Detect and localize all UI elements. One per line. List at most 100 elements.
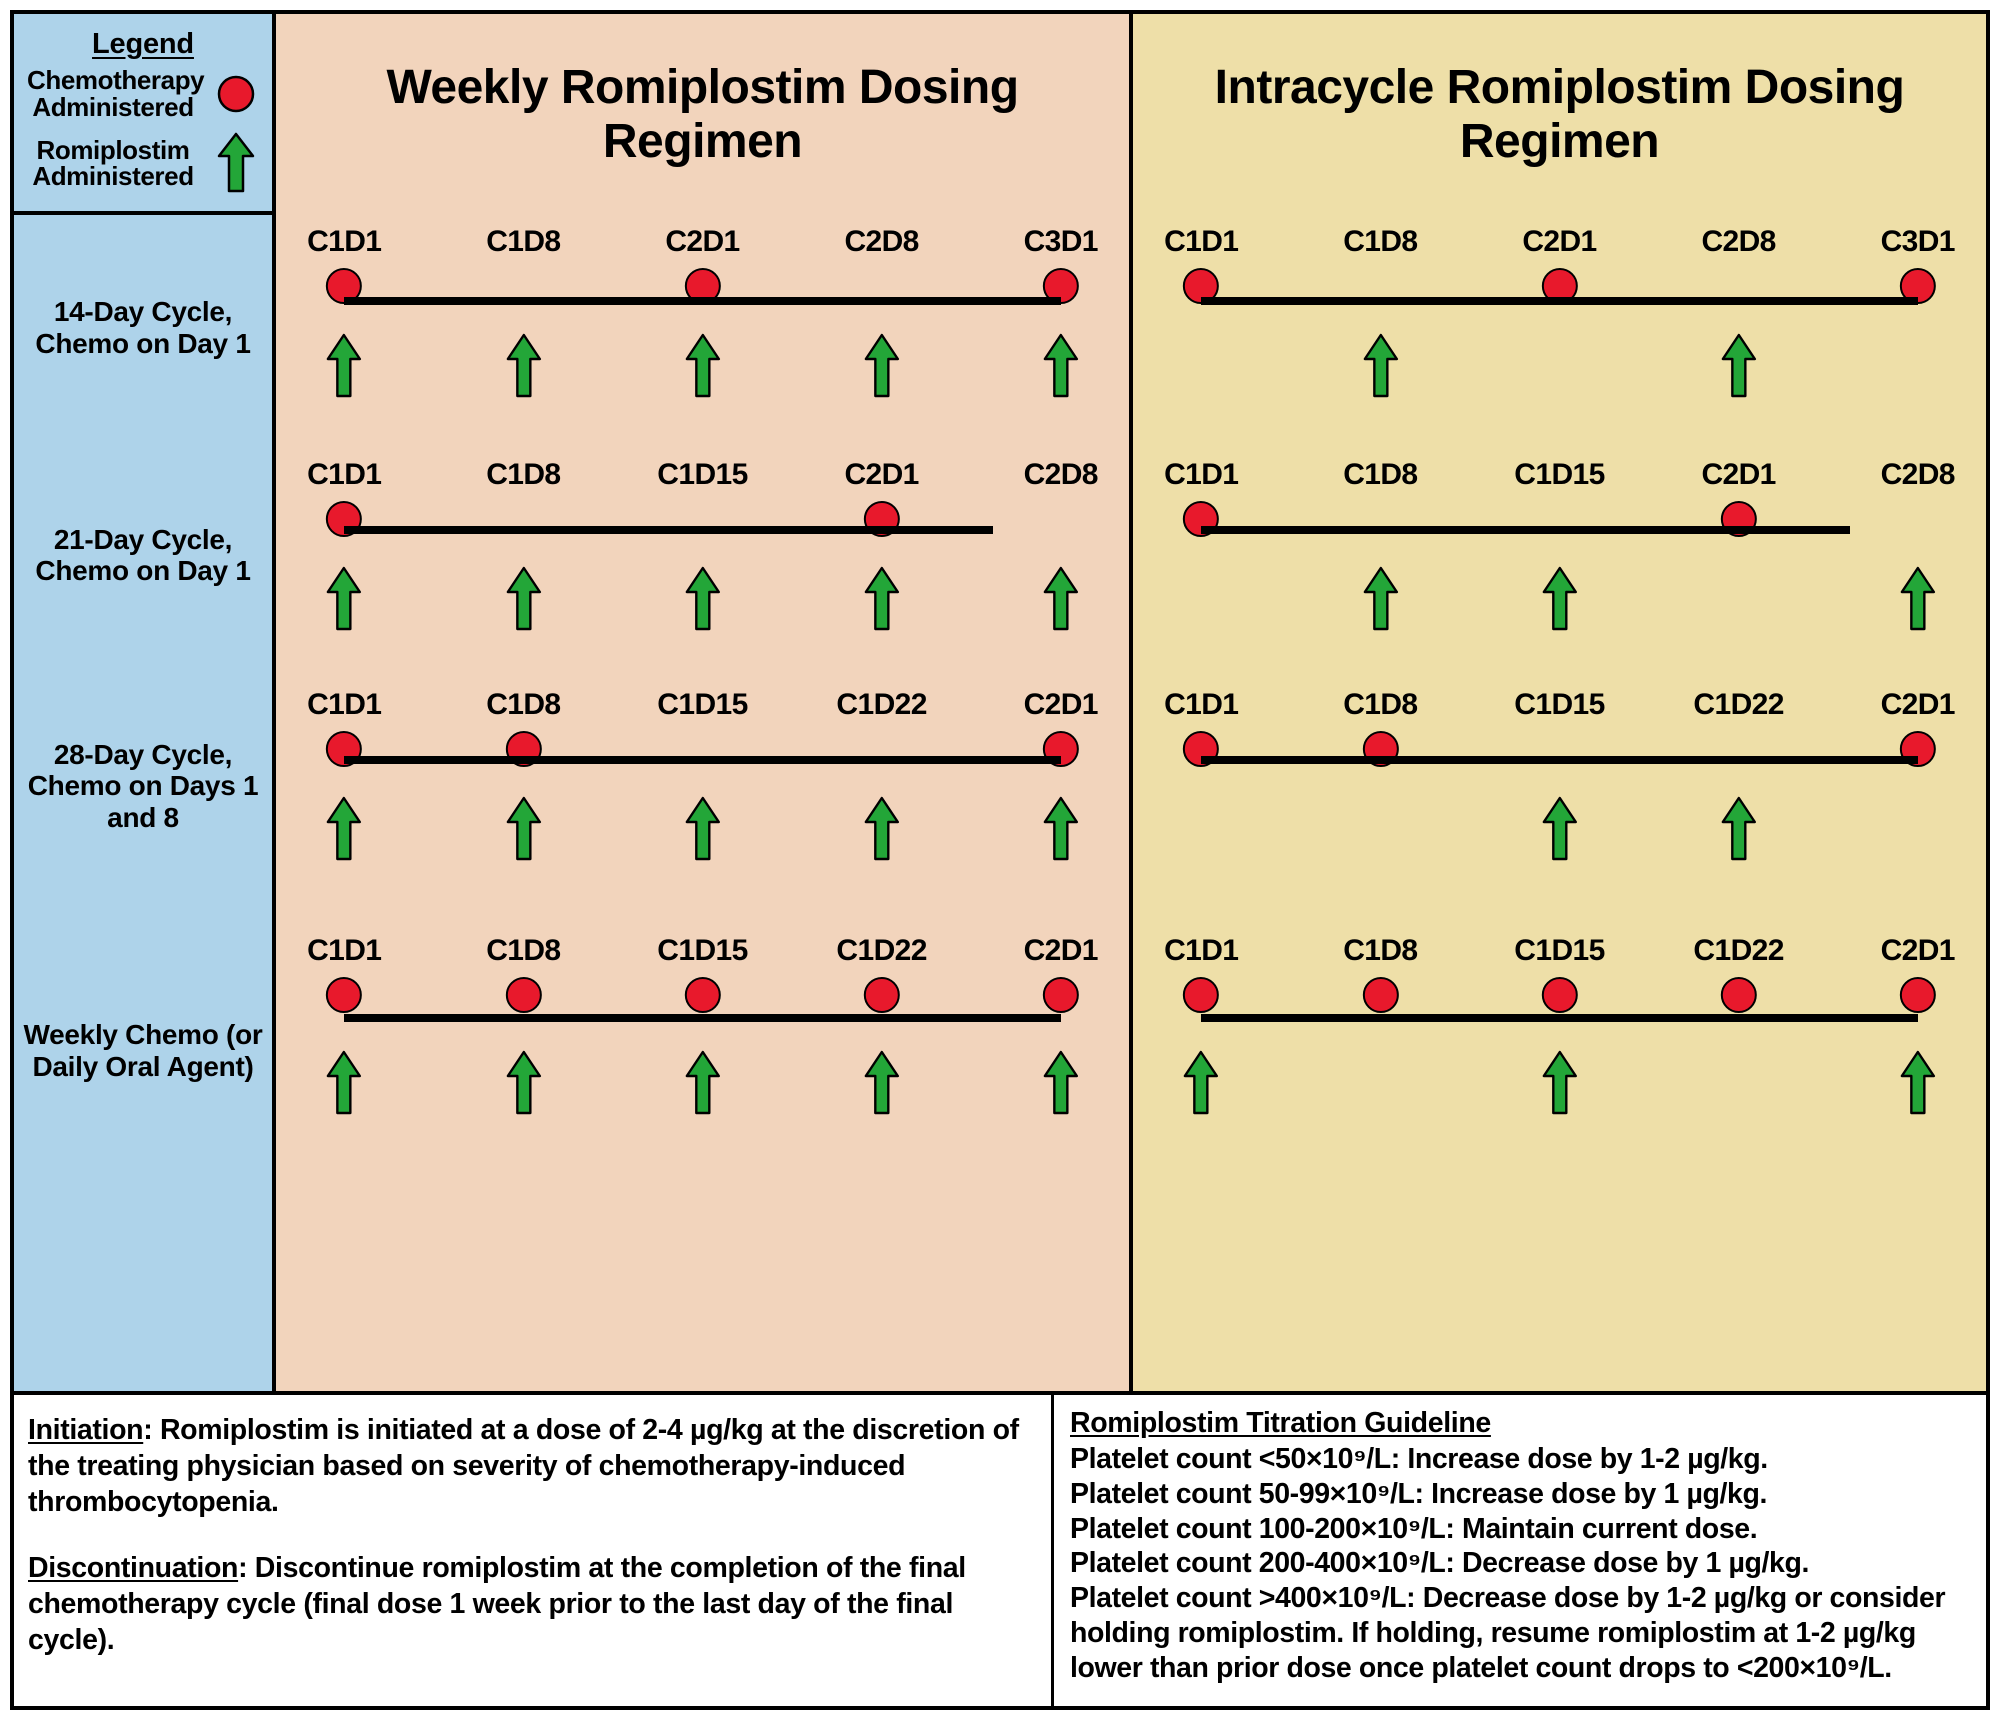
romiplostim-arrow-cell [324, 566, 364, 632]
chemo-timeline-segment [344, 297, 1061, 305]
timepoint-label: C2D1 [1023, 934, 1099, 967]
romiplostim-arrow-cell [1898, 566, 1938, 632]
chemo-dot-cell [1040, 257, 1082, 315]
timepoint-slot: C1D1 [307, 902, 382, 1199]
timepoint-slot: C1D15 [1514, 440, 1605, 670]
timepoint-label: C3D1 [1880, 225, 1956, 258]
panel-weekly-title: Weekly Romiplostim Dosing Regimen [386, 60, 1019, 168]
romiplostim-administered-arrow-icon [1542, 796, 1577, 861]
timepoint-slot: C1D15 [657, 902, 748, 1199]
row-label-14-day: 14-Day Cycle, Chemo on Day 1 [35, 296, 251, 359]
timepoint-label: C2D1 [844, 458, 919, 491]
notes-left: Initiation: Romiplostim is initiated at … [14, 1395, 1054, 1706]
timepoint-slot: C2D8 [1701, 215, 1776, 440]
chemo-dot-cell [861, 720, 903, 778]
timepoint-label: C3D1 [1023, 225, 1099, 258]
timepoint-slot: C1D22 [1693, 670, 1784, 902]
timepoint-slot: C1D1 [307, 440, 382, 670]
row-label-weekly-chemo: Weekly Chemo (or Daily Oral Agent) [23, 1019, 263, 1082]
chemo-dot-cell [1040, 490, 1082, 548]
titration-line: Platelet count 100-200×10⁹/L: Maintain c… [1070, 1512, 1758, 1545]
chemo-dot-cell [861, 257, 903, 315]
romiplostim-arrow-cell [682, 566, 722, 632]
timepoint-label: C2D1 [1522, 225, 1597, 258]
chemo-timeline-segment [1201, 297, 1918, 305]
chemo-administered-dot [1899, 268, 1936, 304]
romiplostim-administered-arrow-icon [506, 1050, 541, 1115]
timepoint-label: C2D1 [1880, 934, 1956, 967]
chemo-administered-dot [1042, 977, 1079, 1013]
chemo-dot-cell [1538, 720, 1580, 778]
timepoint-label: C1D8 [1343, 458, 1418, 491]
romiplostim-administered-arrow-icon [1184, 1050, 1219, 1115]
chemo-dot-cell [502, 966, 544, 1024]
timepoint-label: C1D8 [1343, 688, 1418, 721]
romiplostim-administered-arrow-icon [1363, 566, 1398, 631]
romiplostim-arrow-cell [862, 333, 902, 399]
titration-line: Platelet count <50×10⁹/L: Increase dose … [1070, 1443, 1768, 1475]
legend-item-romiplostim: Romiplostim Administered [14, 132, 272, 194]
chemo-timeline-segment [344, 1014, 1061, 1022]
romiplostim-arrow-cell [1360, 566, 1400, 632]
romiplostim-arrow-cell [1360, 333, 1400, 399]
titration-line: Platelet count 50-99×10⁹/L: Increase dos… [1070, 1477, 1767, 1510]
chemo-timeline-segment [344, 756, 1061, 764]
romiplostim-administered-arrow-icon [685, 333, 720, 398]
romiplostim-administered-arrow-icon [1900, 1050, 1935, 1115]
timepoint-label: C2D8 [844, 225, 919, 258]
romiplostim-administered-arrow-icon [685, 1050, 720, 1115]
chemo-dot-cell [502, 490, 544, 548]
chemo-dot-cell [1718, 257, 1760, 315]
chemo-dot-cell [1180, 966, 1222, 1024]
timepoint-label: C1D15 [1514, 458, 1605, 491]
chemo-dot-cell [1359, 720, 1401, 778]
chemo-administered-dot [505, 977, 542, 1013]
romiplostim-arrow-cell [682, 796, 722, 862]
timepoint-slot: C2D1 [1522, 215, 1597, 440]
timepoint-slot: C1D8 [1343, 902, 1418, 1199]
timepoint-slot: C1D22 [836, 902, 927, 1199]
chemo-dot-cell [502, 720, 544, 778]
timepoint-slot: C1D1 [307, 215, 382, 440]
timepoint-slot: C2D1 [1023, 902, 1099, 1199]
romiplostim-administered-arrow-icon [506, 566, 541, 631]
timepoint-label: C1D15 [1514, 688, 1605, 721]
chemo-dot-cell [1359, 257, 1401, 315]
timepoint-slot: C2D1 [665, 215, 740, 440]
timepoint-slot: C1D15 [1514, 670, 1605, 902]
timepoint-slot: C1D1 [1164, 440, 1239, 670]
chemo-dot-cell [1718, 490, 1760, 548]
chemo-administered-dot [1362, 977, 1399, 1013]
romiplostim-administered-arrow-icon [864, 796, 899, 861]
timepoint-slot: C1D1 [307, 670, 382, 902]
chemo-administered-dot [1541, 977, 1578, 1013]
timepoint-label: C1D8 [486, 934, 561, 967]
romiplostim-administered-arrow-icon [864, 566, 899, 631]
romiplostim-arrow-cell [1539, 566, 1579, 632]
timepoint-slot: C2D1 [844, 440, 919, 670]
timepoint-label: C1D15 [1514, 934, 1605, 967]
chemo-administered-dot [326, 977, 363, 1013]
timepoint-slot: C2D1 [1701, 440, 1776, 670]
romiplostim-arrow-cell [1539, 796, 1579, 862]
timepoint-label: C1D1 [307, 458, 382, 491]
row-label-28-day: 28-Day Cycle, Chemo on Days 1 and 8 [27, 738, 259, 833]
timepoint-label: C1D22 [1693, 688, 1784, 721]
timepoint-label: C2D8 [1023, 458, 1099, 491]
chemo-dot-cell [1040, 966, 1082, 1024]
romiplostim-administered-arrow-icon [1043, 796, 1078, 861]
romiplostim-arrow-cell [1041, 566, 1081, 632]
timepoint-label: C1D8 [486, 688, 561, 721]
panel-intracycle-romiplostim: Intracycle Romiplostim Dosing Regimen C1… [1133, 14, 1986, 1391]
chemo-dot-cell [681, 966, 723, 1024]
chemo-dot-cell [323, 966, 365, 1024]
romiplostim-arrow-cell [503, 333, 543, 399]
chemo-administered-dot [863, 977, 900, 1013]
